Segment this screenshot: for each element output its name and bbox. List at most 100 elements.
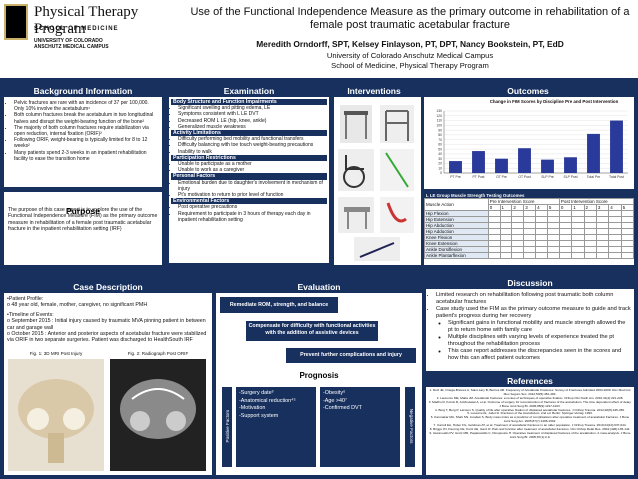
eval-box-prevent: Prevent further complications and injury [286, 348, 416, 363]
profile-label: •Patient Profile: [7, 296, 44, 302]
y-tick-label: 50 [438, 147, 442, 151]
eval-box-remediate: Remediate ROM, strength, and balance def… [220, 297, 338, 320]
x-tick-label: Total Post [609, 175, 624, 179]
positive-factors-box: -Surgery date³-Anatomical reduction⁴⁵-Mo… [236, 387, 316, 467]
positive-factor: -Motivation [239, 405, 266, 412]
score-cell [595, 252, 610, 259]
discussion-sublist: Significant gains in functional mobility… [436, 320, 631, 362]
timeline-list: o September 2015 : Initial injury caused… [7, 318, 209, 344]
references-panel: 1. Ruiz JE, Ortega-Briones A, Saint-Lary… [426, 387, 634, 475]
background-bullet: The majority of both column fractures re… [14, 125, 159, 137]
y-tick-label: 40 [438, 152, 442, 156]
score-cell [499, 252, 513, 259]
discussion-bullet: Limited research on rehabilitation follo… [436, 292, 631, 306]
timeline-item: o September 2015 : Initial injury caused… [7, 318, 206, 331]
strength-table-caption: L LE Group Muscle Strength Testing Outco… [424, 193, 634, 198]
reference-item: 8. Briggs JN, Fleming CE, Kurtz AE, Ganz… [429, 427, 631, 432]
score-cell [620, 252, 635, 259]
x-tick-label: OT Post [518, 175, 530, 179]
table-row: Knee Flexion [424, 234, 635, 241]
case-heading: Case Description [73, 282, 143, 292]
poster-authors: Meredith Orndorff, SPT, Kelsey Finlayson… [256, 39, 564, 49]
interventions-panel [334, 97, 421, 265]
exam-item: Difficulty balancing with toe touch weig… [178, 142, 327, 148]
prognosis-heading: Prognosis [299, 371, 339, 380]
y-tick-label: 10 [438, 166, 442, 170]
reference-item: 5. Letournel E, Judet R. Fractures of th… [467, 411, 593, 416]
chart-bar [587, 133, 600, 173]
table-header-cell: Muscle Action [424, 198, 489, 211]
mri-3d-image [8, 359, 104, 471]
examination-heading: Examination [223, 86, 275, 96]
timeline-item: o October 2015 : Anterior and posterior … [7, 331, 207, 344]
y-tick-label: 20 [438, 162, 442, 166]
positive-factor: -Anatomical reduction⁴⁵ [239, 397, 296, 404]
exam-section-title: Personal Factors [171, 173, 327, 180]
score-cell [583, 252, 597, 259]
fim-chart-panel: Change in FIM Scores by Discipline Pre a… [424, 97, 634, 189]
exam-item: Requirement to participate in 3 hours of… [178, 211, 327, 223]
reference-item: 6. Karunakar MA, Shah SN, Jerabek S. Bod… [430, 415, 630, 424]
x-tick-label: SLP Post [563, 175, 577, 179]
chart-bar [610, 120, 623, 173]
discussion-subbullet: Multiple disciplines with varying levels… [448, 334, 631, 348]
exam-section-list: Difficulty performing bed mobility and f… [171, 136, 327, 155]
x-tick-label: Total Pre [587, 175, 600, 179]
discussion-list: Limited research on rehabilitation follo… [429, 292, 631, 362]
fig2-caption: Fig. 2: Radiograph Post ORIF [127, 351, 189, 356]
y-tick-label: 130 [436, 109, 442, 113]
reference-item: 9. Giannoudis PV, Grotz MR, Papakostidis… [429, 430, 631, 439]
interventions-heading: Interventions [347, 86, 401, 96]
reference-item: 3. Madhu R, Kotnis R, Al-Mousawi A, et a… [428, 399, 632, 408]
y-tick-label: 90 [438, 128, 442, 132]
x-tick-label: PT Post [473, 175, 485, 179]
y-tick-label: 60 [438, 143, 442, 147]
score-cell [523, 252, 537, 259]
eval-box-compensate: Compensate for difficulty with functiona… [246, 321, 378, 341]
cu-logo: Physical Therapy Program SCHOOL OF MEDIC… [4, 4, 180, 60]
chart-bar [495, 158, 508, 173]
x-tick-label: OT Pre [496, 175, 507, 179]
case-panel: •Patient Profile: o 48 year old, female,… [4, 293, 212, 475]
exam-item: Emotional burden due to daughter's invol… [178, 180, 327, 192]
y-tick-label: 0 [440, 171, 442, 175]
background-panel: Pelvic fractures are rare with an incide… [4, 97, 162, 187]
positive-factor: -Support system [239, 412, 279, 419]
header-banner: Physical Therapy Program SCHOOL OF MEDIC… [0, 0, 638, 78]
negative-label-text: Negative Factors [409, 408, 415, 444]
background-heading: Background Information [33, 86, 133, 96]
sock-aid-image [380, 197, 414, 233]
negative-factors-label: Negative Factors [405, 387, 415, 467]
purpose-panel: The purpose of this case report is to ex… [4, 192, 162, 265]
poster-title: Use of the Functional Independence Measu… [190, 6, 630, 31]
chart-bar [472, 151, 485, 173]
chart-bar [518, 148, 531, 173]
reference-item: 2. Laurence ME, Matta JM. Acetabular fra… [436, 395, 624, 400]
discussion-heading: Discussion [507, 278, 553, 288]
reacher-image [380, 149, 414, 191]
walker-image [380, 105, 414, 143]
score-cell [546, 252, 560, 259]
exam-section-title: Participation Restrictions [171, 154, 327, 162]
muscle-action-cell: Ankle Plantarflexion [424, 252, 489, 259]
discussion-subbullet: This case report addresses the discrepan… [448, 348, 631, 362]
affiliation-line-2: School of Medicine, Physical Therapy Pro… [331, 61, 489, 70]
exam-item: Decreased ROM L LE (hip, knee, ankle) [178, 118, 327, 124]
discussion-panel: Limited research on rehabilitation follo… [426, 289, 634, 371]
leg-lifter-image [354, 237, 400, 261]
outcomes-heading: Outcomes [507, 86, 549, 96]
logo-school: SCHOOL OF MEDICINE [34, 26, 119, 32]
y-tick-label: 80 [438, 133, 442, 137]
y-tick-label: 120 [436, 114, 442, 118]
exam-item: Unable to work as a caregiver [178, 167, 327, 173]
exam-item: Post operative precautions [178, 204, 327, 210]
radiograph-image [110, 359, 206, 471]
logo-univ-line: UNIVERSITY OF COLORADO [34, 38, 103, 44]
exam-item: Inability to walk [178, 149, 327, 155]
positive-factor: -Surgery date³ [239, 390, 274, 396]
wheelchair-image [338, 149, 374, 191]
exam-item: Generalized muscle weakness [178, 124, 327, 130]
discussion-subbullet: Significant gains in functional mobility… [448, 320, 631, 334]
chart-bar [541, 159, 554, 173]
